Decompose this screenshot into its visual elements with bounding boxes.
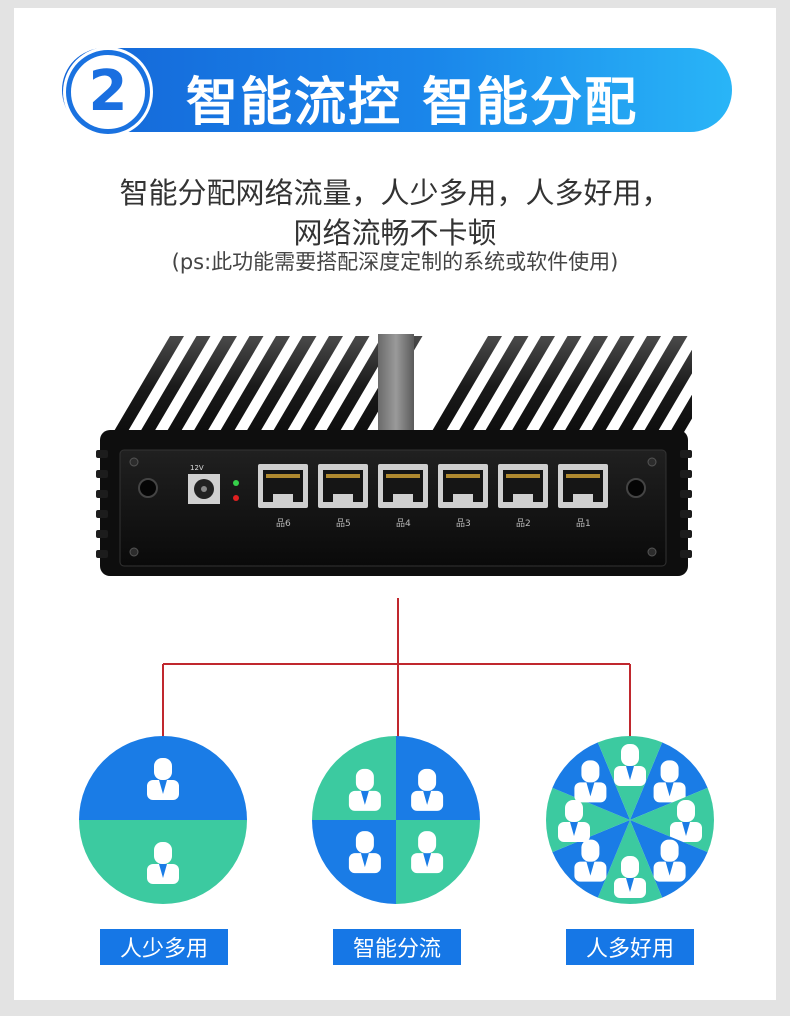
mini-pc-device: 12V 品6 品5 品4 品3 品2 品1 (96, 330, 692, 580)
user-icon (614, 744, 646, 786)
description-note: (ps:此功能需要搭配深度定制的系统或软件使用) (171, 250, 619, 274)
caption-few-users: 人少多用 (100, 929, 228, 965)
user-icon (653, 839, 686, 882)
user-icon (348, 768, 381, 811)
ethernet-port (558, 464, 608, 508)
title-banner (62, 48, 732, 132)
port-number-label: 品2 (516, 519, 531, 529)
user-icon (411, 768, 444, 811)
description-line-1: 智能分配网络流量，人少多用，人多好用， (119, 176, 671, 210)
user-icon (653, 760, 686, 803)
port-number-label: 品4 (396, 519, 411, 529)
power-label: 12V (190, 464, 204, 472)
ethernet-port (258, 464, 308, 508)
user-icon (348, 831, 381, 874)
user-icon (574, 839, 607, 882)
port-number-label: 品1 (576, 519, 591, 529)
port-number-label: 品3 (456, 519, 471, 529)
caption-many-users: 人多好用 (566, 929, 694, 965)
pie-two-users (79, 736, 247, 904)
ethernet-port (318, 464, 368, 508)
step-number: 2 (88, 59, 128, 124)
user-icon (558, 800, 590, 842)
step-badge: 2 (66, 50, 150, 134)
user-icon (147, 842, 179, 884)
banner-title: 智能流控 智能分配 (186, 73, 639, 133)
ethernet-port (438, 464, 488, 508)
user-icon (670, 800, 702, 842)
pie-eight-users (546, 736, 714, 904)
device-illustration (96, 334, 692, 576)
ethernet-port (498, 464, 548, 508)
user-icon (614, 856, 646, 898)
description-line-2: 网络流畅不卡顿 (293, 216, 497, 250)
user-icon (574, 760, 607, 803)
caption-smart-split: 智能分流 (333, 929, 461, 965)
port-number-label: 品5 (336, 519, 351, 529)
ethernet-port (378, 464, 428, 508)
user-icon (147, 758, 179, 800)
port-number-label: 品6 (276, 519, 291, 529)
user-icon (411, 831, 444, 874)
pie-four-users (312, 736, 480, 904)
